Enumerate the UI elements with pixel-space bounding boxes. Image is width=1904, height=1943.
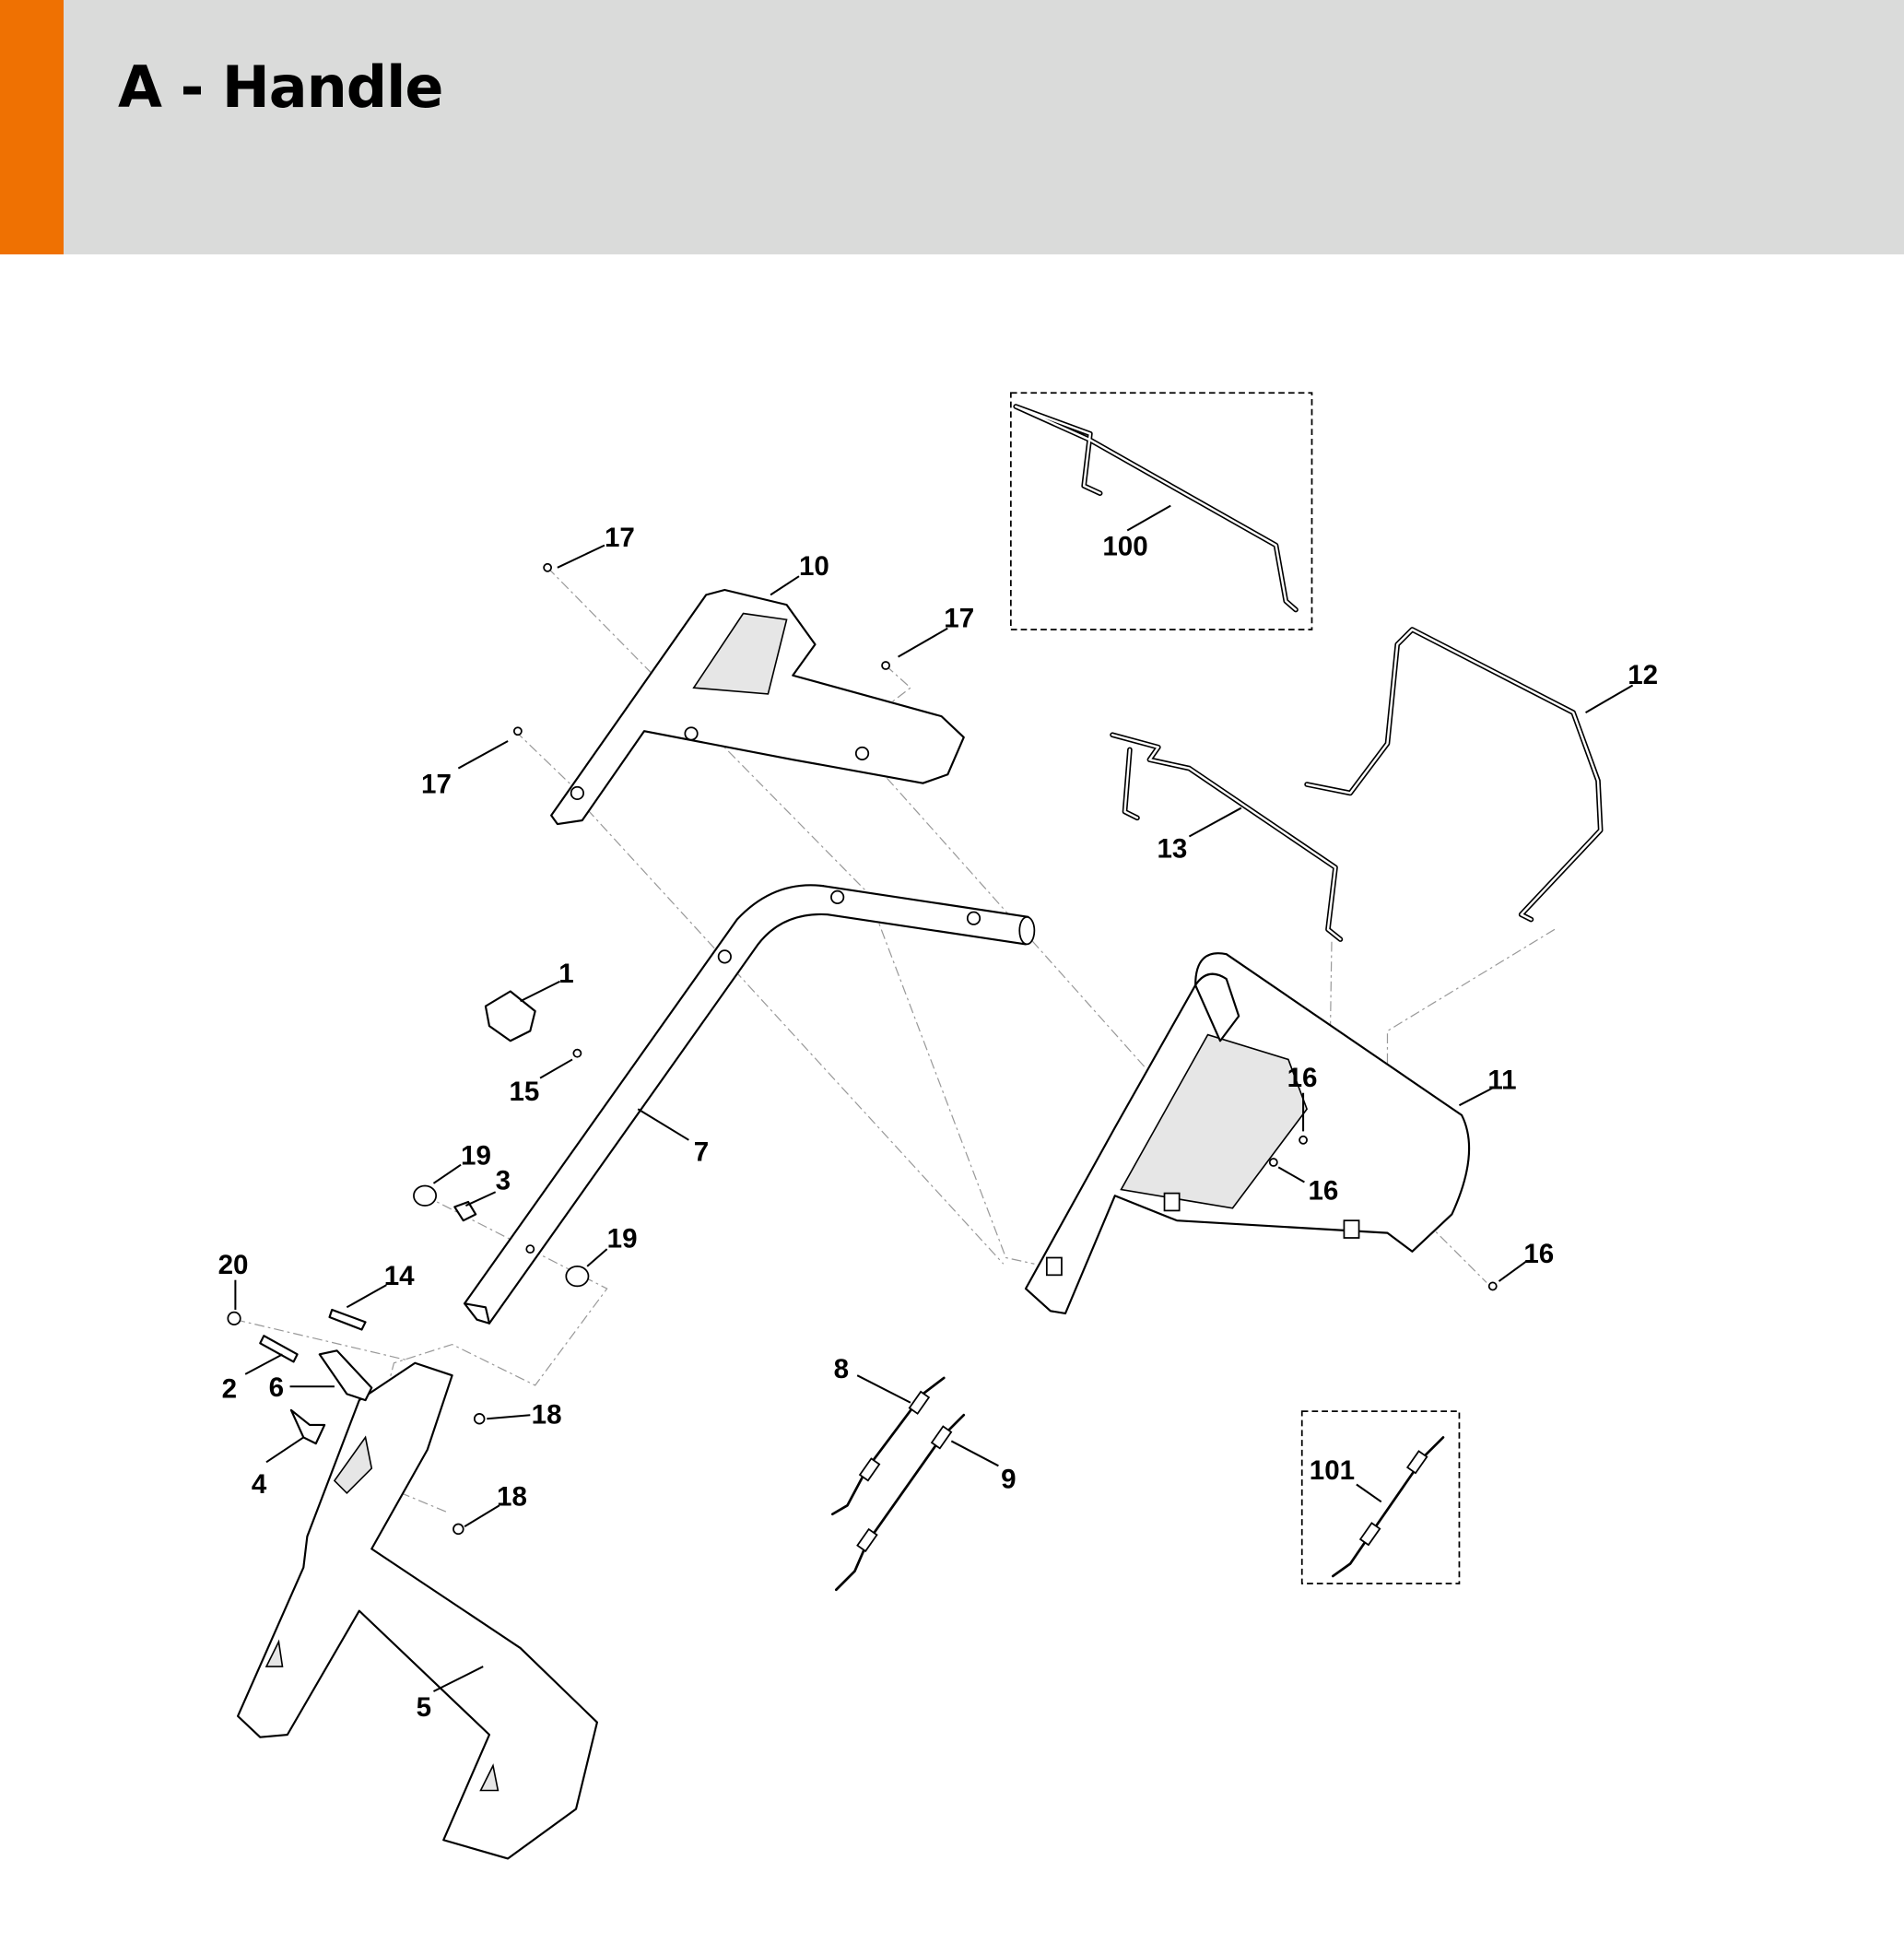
callout-12: 12	[1628, 660, 1658, 690]
cable-9	[834, 1413, 966, 1592]
page-title: A - Handle	[118, 53, 443, 121]
callout-17c: 17	[421, 769, 452, 799]
callout-100: 100	[1102, 531, 1147, 561]
part-13-wire	[1110, 732, 1344, 942]
leader-lines	[234, 504, 1634, 1692]
callout-16b: 16	[1308, 1175, 1338, 1206]
part-100-wire	[1013, 404, 1299, 613]
callout-2: 2	[222, 1373, 237, 1404]
kit-box-100	[1009, 392, 1313, 630]
part-10-handle-cover	[550, 588, 965, 826]
callout-20: 20	[218, 1250, 249, 1280]
callout-17b: 17	[944, 603, 974, 633]
part-7-handle-tube	[463, 884, 1036, 1325]
callout-labels: 1 2 3 4 5 6 7 8 9 10 11 12 13 14 15 16 1…	[218, 523, 1659, 1723]
callout-16a: 16	[1287, 1063, 1318, 1093]
callout-19a: 19	[461, 1141, 491, 1172]
callout-3: 3	[496, 1166, 511, 1196]
callout-17a: 17	[605, 523, 635, 553]
kit-box-101	[1300, 1410, 1461, 1584]
callout-15: 15	[509, 1077, 539, 1107]
callout-14: 14	[384, 1261, 415, 1291]
callout-11: 11	[1487, 1066, 1516, 1096]
part-12-wire-bail	[1304, 627, 1604, 923]
callout-8: 8	[834, 1354, 849, 1384]
callout-9: 9	[1001, 1465, 1016, 1495]
callout-13: 13	[1157, 833, 1187, 864]
cable-8	[830, 1376, 946, 1516]
callout-5: 5	[417, 1692, 431, 1723]
callout-6: 6	[269, 1372, 284, 1403]
accent-stripe	[0, 0, 64, 254]
callout-101: 101	[1310, 1455, 1355, 1486]
header-bar: A - Handle	[0, 0, 1904, 254]
callout-4: 4	[252, 1469, 267, 1500]
callout-1: 1	[558, 959, 573, 989]
part-11-upper-handle	[1024, 952, 1471, 1315]
callout-16c: 16	[1523, 1239, 1554, 1269]
part-5-lower-handle	[237, 1361, 598, 1860]
callout-10: 10	[799, 551, 829, 582]
callout-18b: 18	[497, 1481, 527, 1512]
callout-19b: 19	[607, 1224, 638, 1254]
small-parts	[227, 562, 1498, 1536]
callout-7: 7	[694, 1137, 709, 1168]
callout-18a: 18	[532, 1400, 562, 1431]
cable-101	[1331, 1436, 1445, 1578]
